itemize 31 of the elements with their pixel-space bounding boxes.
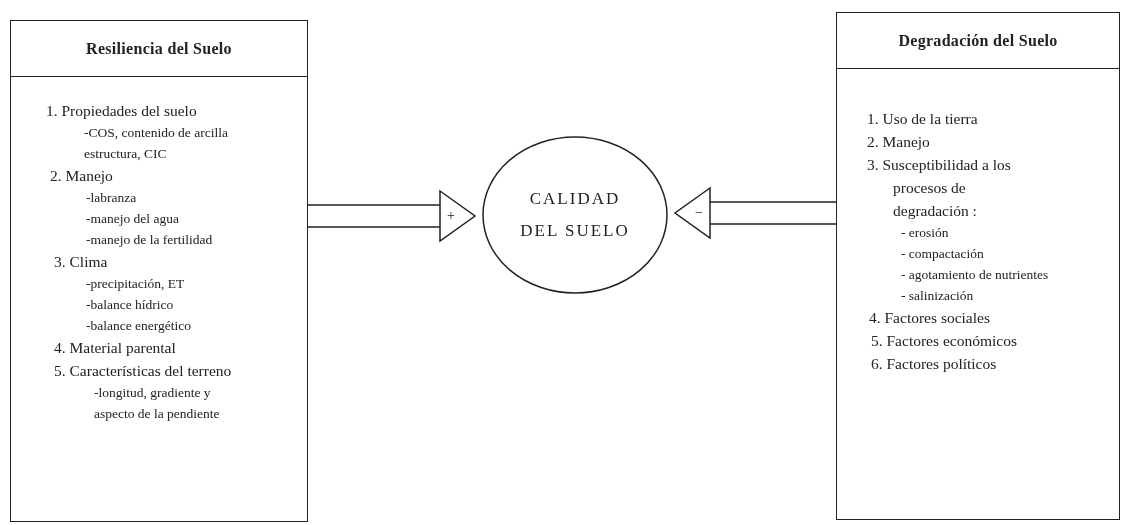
sub-item: -manejo de la fertilidad xyxy=(86,231,214,249)
sub-item: -manejo del agua xyxy=(86,210,180,228)
list-item: 5. Factores económicos xyxy=(871,331,1018,351)
list-item: 3. Clima xyxy=(54,252,109,272)
sub-item: -longitud, gradiente y aspecto de la pendiente xyxy=(94,384,221,423)
list-item: 1. Propiedades del suelo xyxy=(46,101,198,121)
list-item: 2. Manejo xyxy=(50,166,114,186)
list-item: 3. Susceptibilidad a los procesos de degradación : xyxy=(867,155,1012,221)
list-box xyxy=(836,12,1120,520)
sub-item: -precipitación, ET xyxy=(86,275,186,293)
list-item: 4. Factores sociales xyxy=(869,308,991,328)
sub-item: -COS, contenido de arcilla estructura, CIC xyxy=(84,124,229,163)
sub-item: -balance energético xyxy=(86,317,193,335)
box-title: Degradación del Suelo xyxy=(898,31,1058,50)
sub-item: - compactación xyxy=(901,245,985,263)
block-arrow xyxy=(307,190,477,242)
sub-item: -balance hídrico xyxy=(86,296,175,314)
sub-item: - salinización xyxy=(901,287,975,305)
block-arrow xyxy=(673,187,837,239)
list-item: 2. Manejo xyxy=(867,132,931,152)
list-item: 4. Material parental xyxy=(54,338,177,358)
node-label: CALIDAD DEL SUELO xyxy=(520,188,630,242)
sub-item: -labranza xyxy=(86,189,138,207)
ellipse-node xyxy=(482,136,668,294)
list-box xyxy=(10,20,308,522)
list-item: 1. Uso de la tierra xyxy=(867,109,979,129)
list-item: 5. Características del terreno xyxy=(54,361,233,381)
box-title: Resiliencia del Suelo xyxy=(86,39,232,58)
sub-item: - agotamiento de nutrientes xyxy=(901,266,1050,284)
sub-item: - erosión xyxy=(901,224,950,242)
list-item: 6. Factores políticos xyxy=(871,354,998,374)
